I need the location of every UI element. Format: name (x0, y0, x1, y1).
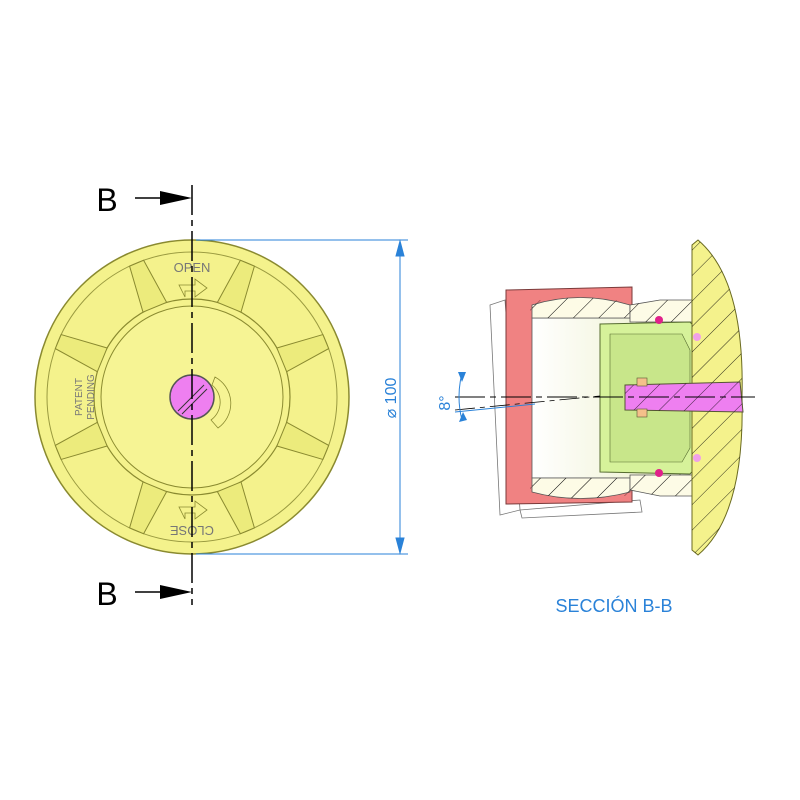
open-arrow-icon (178, 278, 208, 298)
section-title: SECCIÓN B-B (555, 595, 672, 616)
arrow-icon (160, 585, 192, 599)
rib (216, 259, 256, 313)
section-mark-bottom: B (96, 576, 117, 612)
rib (276, 333, 330, 373)
rib (216, 481, 256, 535)
section-markers: B B (96, 182, 192, 612)
patent-label: PATENT (74, 378, 85, 416)
rib (128, 481, 168, 535)
diameter-dimension: ⌀ 100 (196, 239, 408, 555)
diameter-label: ⌀ 100 (383, 378, 400, 419)
section-mark-top: B (96, 182, 117, 218)
angle-label: 8° (437, 395, 454, 410)
rib (54, 421, 108, 461)
angle-dimension: 8° (437, 372, 467, 422)
pending-label: PENDING (86, 374, 97, 420)
close-arrow-icon (178, 500, 208, 520)
rib (276, 421, 330, 461)
rotate-arrow-icon (210, 376, 232, 429)
section-view (454, 239, 755, 556)
rib (54, 333, 108, 373)
front-view: OPEN CLOSE PATENT PENDING (34, 185, 350, 605)
arrow-icon (160, 191, 192, 205)
rib (128, 259, 168, 313)
radial-ribs (54, 259, 330, 535)
